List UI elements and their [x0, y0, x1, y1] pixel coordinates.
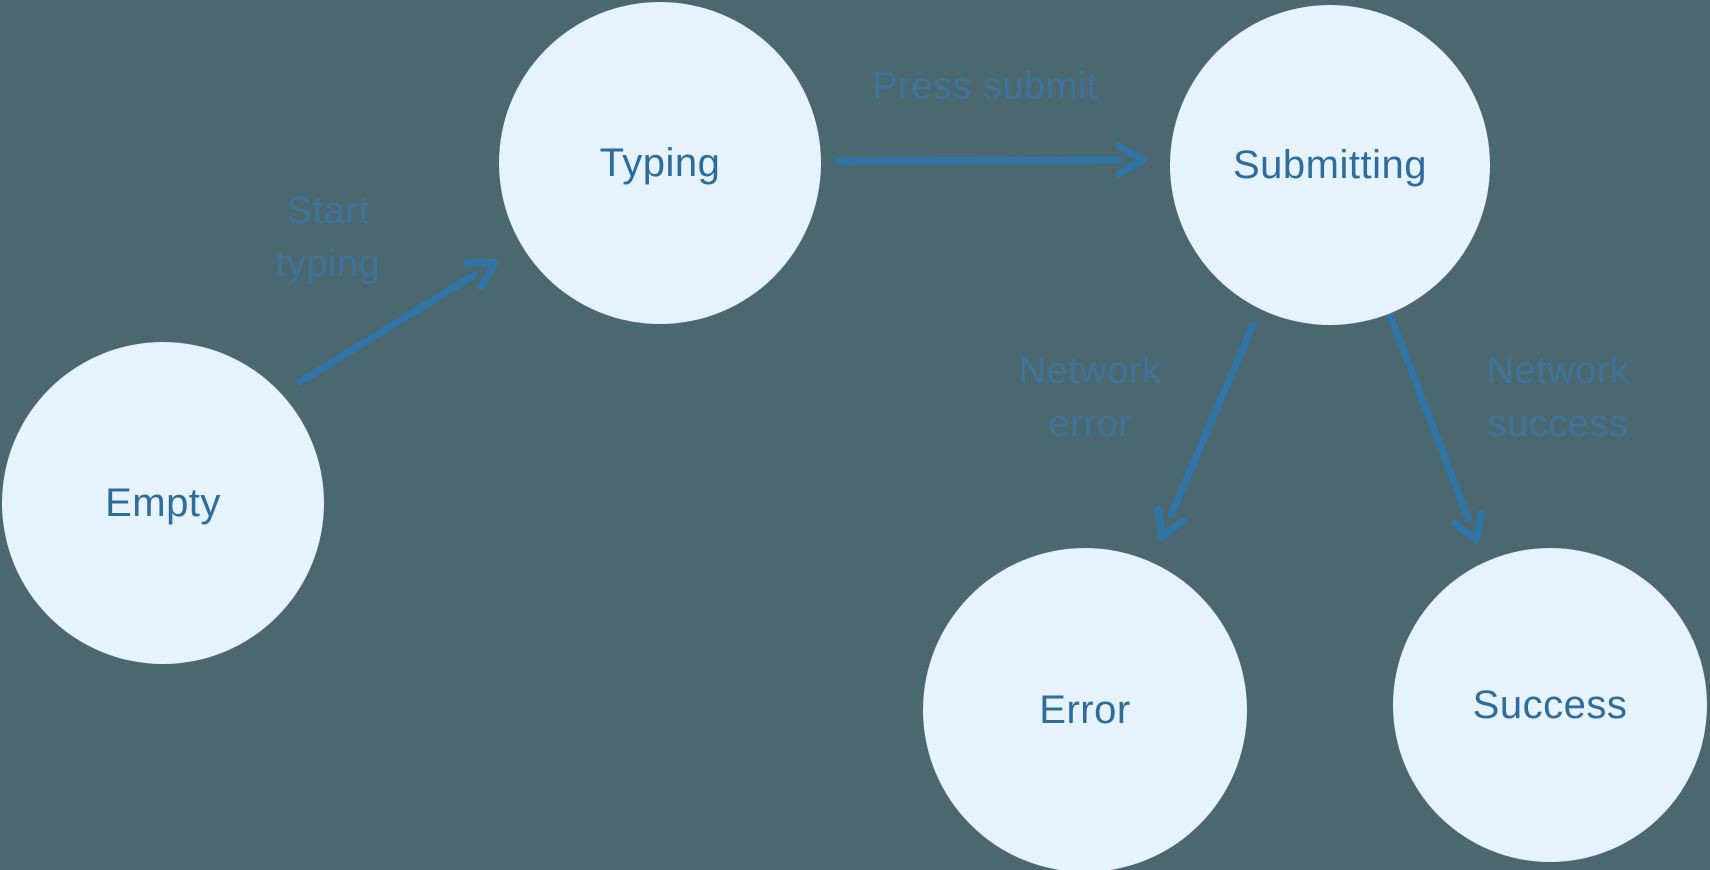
edge-label-network-error: Network error — [1019, 345, 1162, 451]
node-label-empty: Empty — [105, 480, 221, 525]
edge-label-line: success — [1487, 403, 1629, 445]
node-label-error: Error — [1039, 687, 1131, 732]
state-node-submitting: Submitting — [1170, 5, 1490, 325]
node-label-success: Success — [1472, 682, 1628, 727]
state-node-empty: Empty — [2, 342, 324, 664]
edge-label-line: error — [1048, 403, 1132, 445]
edge-empty-to-typing-arrow — [296, 258, 498, 386]
state-node-typing: Typing — [499, 2, 821, 324]
state-node-success: Success — [1393, 548, 1707, 862]
edge-label-line: typing — [275, 243, 381, 285]
edge-submitting-to-success-arrow — [1386, 311, 1485, 544]
state-node-error: Error — [923, 548, 1247, 870]
edge-label-line: Press submit — [872, 65, 1098, 108]
edge-submitting-to-error-arrow — [1154, 321, 1257, 541]
node-label-submitting: Submitting — [1233, 142, 1427, 187]
edge-label-line: Network — [1018, 350, 1162, 392]
node-label-typing: Typing — [599, 140, 721, 185]
edge-typing-to-submitting-arrow — [834, 142, 1147, 178]
edge-label-press-submit: Press submit — [872, 61, 1098, 114]
edge-label-start-typing: Start typing — [276, 185, 380, 291]
edge-label-network-success: Network success — [1487, 345, 1630, 451]
edge-label-line: Network — [1486, 350, 1630, 392]
edge-label-line: Start — [286, 190, 370, 232]
